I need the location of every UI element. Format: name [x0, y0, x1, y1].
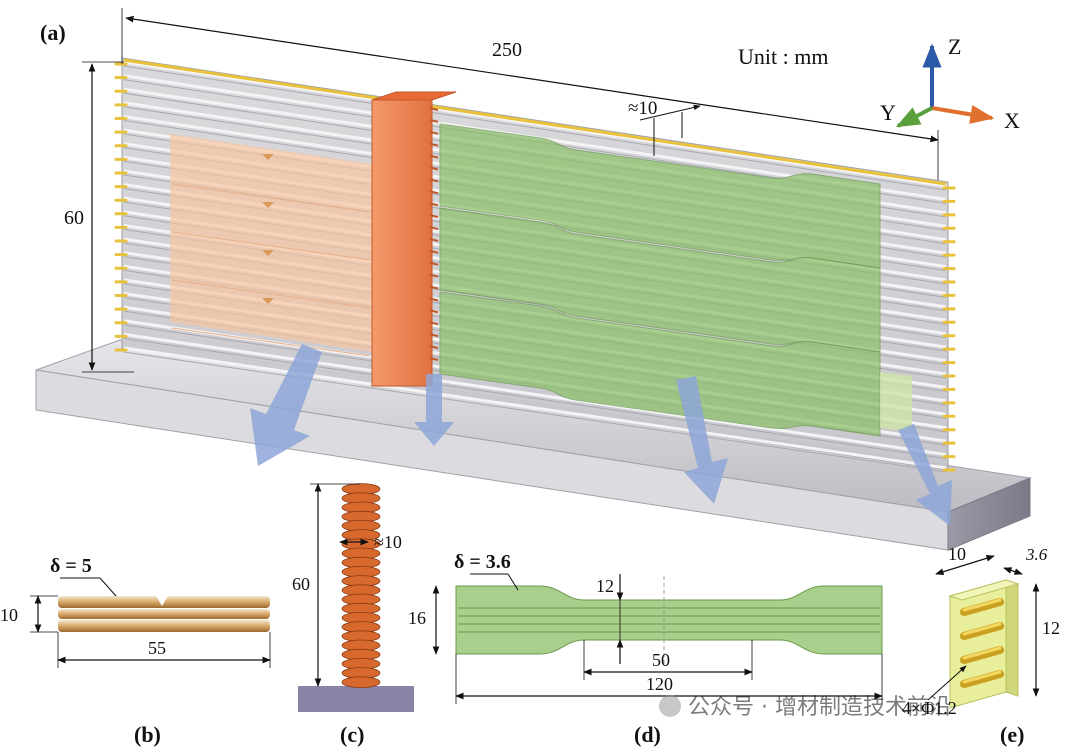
e-wire — [960, 598, 1004, 616]
panel-c-label: (c) — [340, 722, 364, 747]
e-wire — [960, 670, 1004, 688]
arrow-to-e — [898, 424, 952, 526]
d-layer-lines — [458, 607, 880, 633]
column-edge-tick — [429, 273, 439, 278]
d-dogbone-specimen — [455, 585, 883, 655]
d-gauge-length-label: 50 — [652, 650, 670, 670]
column-edge-tick — [429, 321, 439, 326]
tensile-specimens — [439, 123, 881, 437]
notch-specimen-divider — [171, 279, 371, 309]
b-delta-label: δ = 5 — [50, 555, 92, 577]
column-edge-tick — [429, 142, 439, 147]
notch-mark — [262, 154, 274, 160]
d-total-length-label: 120 — [646, 674, 673, 694]
e-wire-highlight — [962, 670, 1002, 684]
dim-spacing-label: ≈10 — [628, 98, 657, 119]
b-height-label: 10 — [0, 605, 18, 625]
unit-label: Unit : mm — [738, 44, 828, 69]
column-edge-tick — [429, 237, 439, 242]
panel-a: 250 60 ≈10 Unit : mm Z X Y (a) — [35, 8, 1032, 551]
column-edge-tick — [429, 285, 439, 290]
d-delta-label: δ = 3.6 — [454, 551, 511, 573]
column-edge-tick — [429, 297, 439, 302]
bead-edge — [123, 351, 947, 473]
e-block-top — [948, 579, 1020, 601]
column-edge-tick — [429, 309, 439, 314]
b-specimen-layer-3 — [58, 620, 270, 632]
watermark: 公众号 · 增材制造技术前沿 — [659, 695, 951, 720]
column-edge-tick — [429, 166, 439, 171]
d-height-label: 16 — [408, 608, 426, 628]
dim-line-length — [125, 15, 939, 143]
dim-height-label: 60 — [64, 207, 84, 229]
wire-ends — [114, 62, 956, 472]
e-block-side — [1005, 579, 1019, 697]
panel-c: 60 ≈10 (c) — [292, 483, 414, 747]
notch-specimen-divider — [171, 231, 371, 261]
arrow-to-b — [250, 344, 322, 466]
column-edge-tick — [429, 261, 439, 266]
column-edge-tick — [429, 202, 439, 207]
column-edge-tick — [429, 154, 439, 159]
metallography-column-top — [371, 91, 457, 101]
e-wire-highlight — [962, 646, 1002, 660]
panel-b: δ = 5 10 55 (b) — [0, 555, 271, 747]
bead-edge — [123, 337, 947, 460]
panel-b-label: (b) — [134, 722, 161, 747]
axis-y-label: Y — [880, 100, 896, 125]
axis-x-label: X — [1004, 108, 1020, 133]
axis-z-label: Z — [948, 34, 961, 59]
notch-specimen-divider — [171, 183, 371, 213]
c-base — [298, 686, 414, 712]
notch-marks — [171, 154, 371, 357]
column-edge-tick — [429, 178, 439, 183]
e-height-label: 12 — [1042, 618, 1060, 638]
watermark-text: 公众号 · 增材制造技术前沿 — [688, 695, 951, 720]
c-bead-stack — [341, 483, 381, 688]
tensile-specimen — [439, 291, 881, 437]
notch-mark — [262, 250, 274, 256]
column-edge-tick — [429, 333, 439, 338]
e-wire — [960, 622, 1004, 640]
e-thickness-label: 3.6 — [1025, 545, 1048, 564]
e-wire — [960, 646, 1004, 664]
panel-e: 10 3.6 12 4×Φ1.2 (e) — [902, 544, 1060, 747]
panel-a-label: (a) — [40, 20, 66, 45]
c-height-label: 60 — [292, 574, 310, 594]
extraction-arrows — [250, 344, 952, 526]
c-bead — [341, 676, 381, 688]
dim-length-label: 250 — [492, 39, 522, 61]
substrate-side — [947, 477, 1031, 551]
arrow-to-d — [676, 376, 728, 504]
d-gauge-width-label: 12 — [596, 576, 614, 596]
column-edge-tick — [429, 345, 439, 350]
column-edge-tick — [429, 190, 439, 195]
notched-specimen-region — [170, 134, 372, 352]
b-notch — [156, 596, 168, 606]
panel-d-label: (d) — [634, 722, 661, 747]
e-width-label: 10 — [948, 544, 966, 564]
b-length-label: 55 — [148, 638, 166, 658]
panel-e-label: (e) — [1000, 722, 1024, 747]
notch-mark — [262, 298, 274, 304]
e-wires-label: 4×Φ1.2 — [902, 698, 957, 718]
e-wire-highlight — [962, 598, 1002, 612]
arrow-to-c — [414, 374, 454, 446]
wire-specimen-block — [880, 372, 912, 432]
e-embedded-wires — [960, 598, 1004, 688]
column-edge-tick — [429, 249, 439, 254]
bead-highlight — [123, 346, 947, 470]
coordinate-axes: Z X Y — [880, 34, 1020, 133]
column-edge-tick — [429, 357, 439, 361]
metallography-column — [371, 99, 433, 387]
b-specimen-layer-2 — [58, 609, 270, 619]
column-edge-tick — [429, 214, 439, 219]
notch-specimen-divider — [171, 327, 371, 357]
notch-mark — [262, 202, 274, 208]
bead-highlight — [123, 332, 947, 457]
column-edge-tick — [429, 226, 439, 231]
c-width-label: ≈10 — [374, 532, 402, 552]
e-wire-highlight — [962, 622, 1002, 636]
